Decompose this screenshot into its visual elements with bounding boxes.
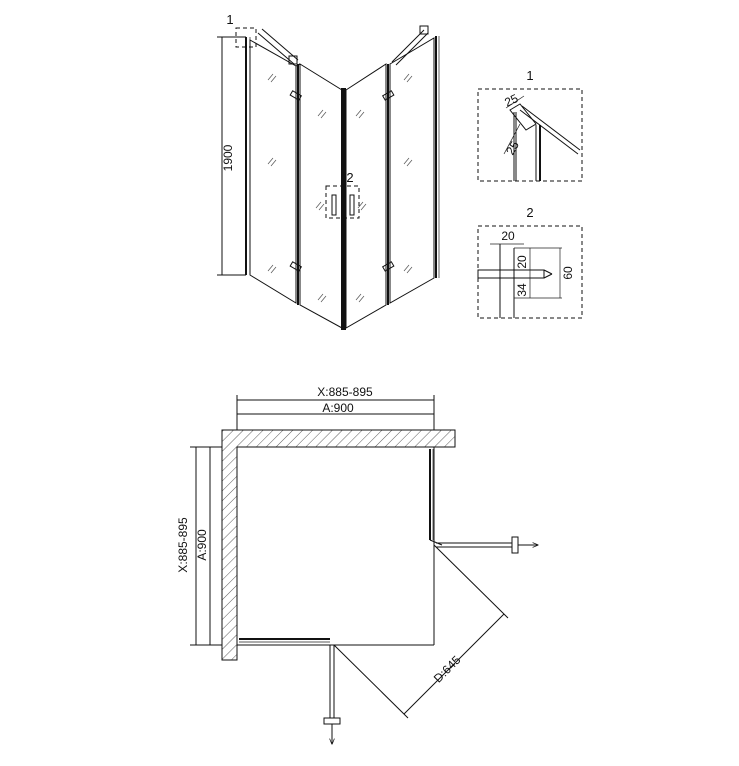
bottom-fixed-glass [239, 638, 330, 643]
hinge-left-bottom [289, 261, 303, 272]
height-label: 1900 [221, 144, 235, 171]
left-dimensions: X:885-895 A:900 [176, 446, 222, 646]
detail-1: 1 25 25 [477, 68, 583, 182]
callout-1-marker: 1 [226, 12, 257, 48]
hinge-right-top [381, 90, 395, 101]
plan-diagonal-label: D:645 [431, 653, 464, 686]
left-fixed-panel [249, 39, 301, 305]
detail-1-title: 1 [526, 68, 533, 83]
detail-2-dim-total: 60 [561, 266, 575, 280]
stabilizer-bar-left [257, 28, 299, 65]
right-fixed-glass [429, 449, 443, 546]
detail-2: 2 20 20 34 60 [477, 205, 583, 319]
diagonal-dimension: D:645 [333, 544, 509, 719]
plan-a-top: A:900 [322, 401, 354, 415]
right-door-open [436, 536, 538, 554]
hinge-right-bottom [381, 261, 395, 272]
detail-2-dim-lower: 34 [515, 283, 529, 297]
plan-x-range-left: X:885-895 [176, 517, 190, 573]
callout-1-label: 1 [226, 12, 233, 27]
center-seal-profile [341, 88, 346, 330]
bottom-door-open [323, 645, 341, 744]
detail-1-dim-diag: 25 [503, 138, 522, 157]
glass-glare-marks [267, 73, 413, 303]
top-dimensions: X:885-895 A:900 [236, 385, 435, 430]
detail-2-dim-upper: 20 [515, 255, 529, 269]
detail-1-dim-top: 25 [502, 91, 520, 109]
right-fixed-panel [389, 36, 440, 304]
detail-2-title: 2 [526, 205, 533, 220]
callout-2-label: 2 [346, 170, 353, 185]
elevation-view: 1900 [217, 12, 440, 330]
door-handles [331, 194, 355, 216]
right-door-leaf [345, 63, 389, 329]
plan-view: X:885-895 A:900 X:885-895 A:900 [176, 385, 538, 744]
stabilizer-bar-right [391, 25, 429, 66]
height-dimension: 1900 [217, 36, 246, 276]
detail-2-dim-width: 20 [501, 229, 515, 243]
plan-x-range-top: X:885-895 [317, 385, 373, 399]
callout-2-marker: 2 [325, 170, 360, 219]
wall-hatched [221, 429, 456, 661]
enclosure-outline [237, 446, 435, 646]
hinge-left-top [289, 90, 303, 101]
plan-a-left: A:900 [195, 529, 209, 561]
